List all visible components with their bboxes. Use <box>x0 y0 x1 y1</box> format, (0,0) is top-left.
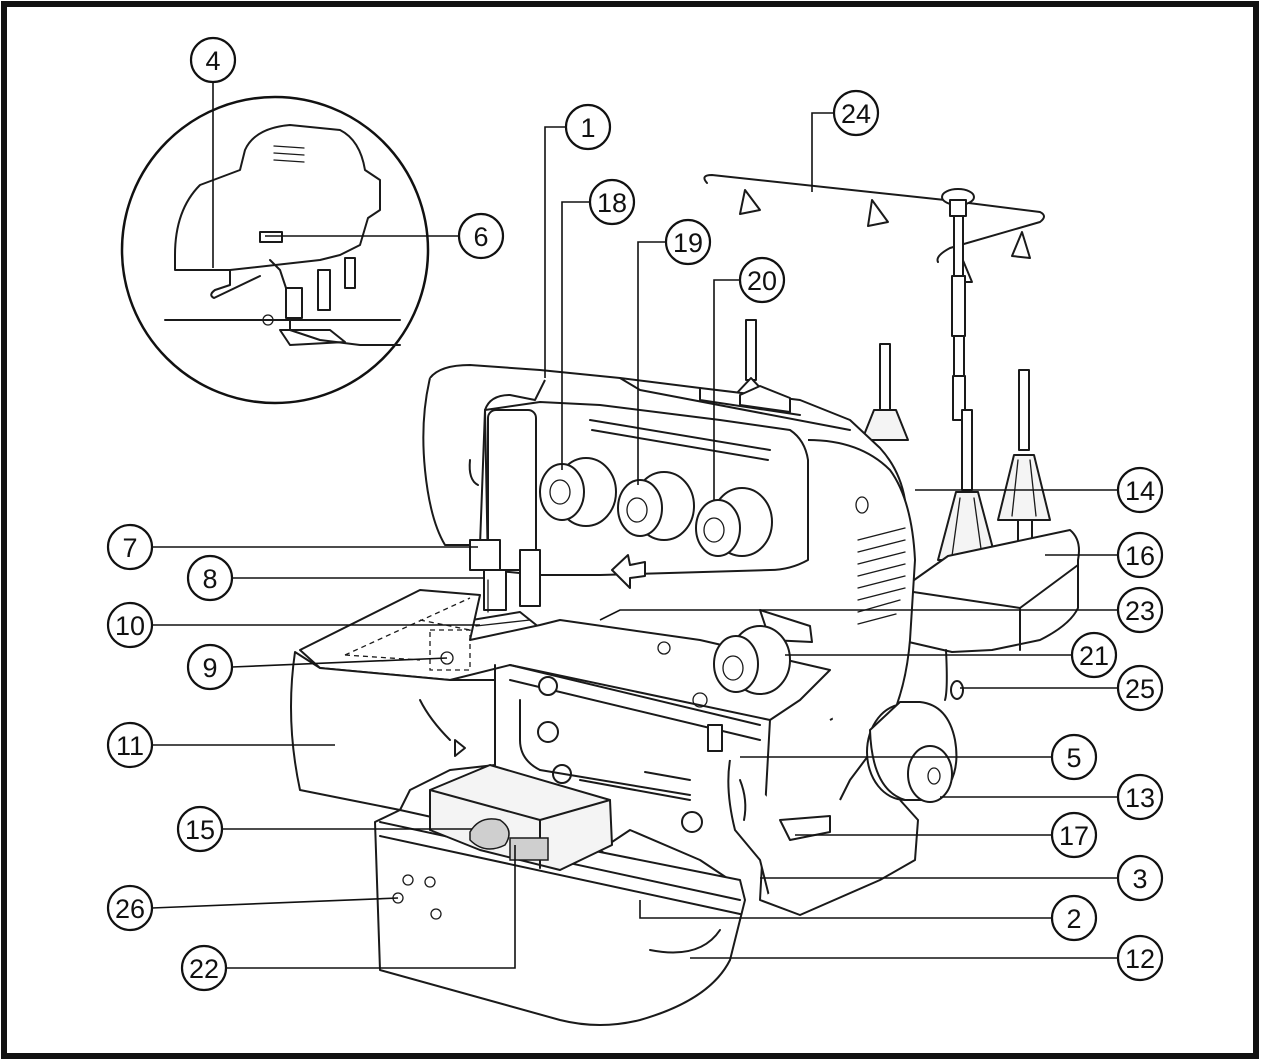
callout-6: 6 <box>457 212 505 260</box>
spool-stand-base <box>899 529 1080 653</box>
svg-text:8: 8 <box>202 564 217 594</box>
leader-18 <box>561 201 590 470</box>
svg-text:4: 4 <box>205 46 220 76</box>
leader-1 <box>544 126 566 378</box>
callout-17: 17 <box>1050 811 1098 859</box>
svg-text:22: 22 <box>189 954 219 984</box>
callout-25: 25 <box>1116 664 1164 712</box>
svg-text:13: 13 <box>1125 783 1155 813</box>
svg-text:26: 26 <box>115 894 145 924</box>
svg-text:5: 5 <box>1066 743 1081 773</box>
callout-2: 2 <box>1050 894 1098 942</box>
callout-3: 3 <box>1116 854 1164 902</box>
serger-machine-illustration <box>290 174 1080 1026</box>
callout-18: 18 <box>588 178 636 226</box>
callout-1: 1 <box>564 103 612 151</box>
callout-10: 10 <box>106 601 154 649</box>
svg-text:6: 6 <box>473 222 488 252</box>
callout-16: 16 <box>1116 531 1164 579</box>
callout-14: 14 <box>1116 466 1164 514</box>
accessory-tray <box>429 764 613 871</box>
svg-text:9: 9 <box>202 653 217 683</box>
tension-dial-19 <box>617 471 695 541</box>
svg-text:10: 10 <box>115 611 145 641</box>
callout-19: 19 <box>664 218 712 266</box>
leader-19 <box>637 241 666 485</box>
leader-24 <box>811 112 834 192</box>
svg-text:15: 15 <box>185 815 215 845</box>
svg-text:25: 25 <box>1125 674 1155 704</box>
needle-presser-area <box>469 539 541 651</box>
svg-text:24: 24 <box>841 99 871 129</box>
callout-26: 26 <box>106 884 154 932</box>
tension-dial-18 <box>539 457 617 527</box>
thread-stand <box>703 174 1045 421</box>
svg-text:12: 12 <box>1125 944 1155 974</box>
tension-dial-21 <box>657 609 813 708</box>
svg-text:1: 1 <box>580 113 595 143</box>
svg-text:23: 23 <box>1125 596 1155 626</box>
svg-text:21: 21 <box>1079 641 1109 671</box>
leader-2 <box>639 900 1052 919</box>
callout-22: 22 <box>180 944 228 992</box>
callout-21: 21 <box>1070 631 1118 679</box>
leader-lines <box>151 82 1118 969</box>
machine-base <box>759 799 919 916</box>
svg-text:16: 16 <box>1125 541 1155 571</box>
svg-text:11: 11 <box>116 731 144 761</box>
callout-12: 12 <box>1116 934 1164 982</box>
callout-20: 20 <box>738 256 786 304</box>
direction-arrow <box>611 554 646 589</box>
callout-24: 24 <box>832 89 880 137</box>
svg-text:2: 2 <box>1066 904 1081 934</box>
leader-26 <box>151 897 399 909</box>
callout-9: 9 <box>186 643 234 691</box>
svg-text:3: 3 <box>1132 864 1147 894</box>
leader-23 <box>599 609 1118 621</box>
callout-8: 8 <box>186 554 234 602</box>
leader-22 <box>226 845 516 969</box>
callout-7: 7 <box>106 523 154 571</box>
svg-text:17: 17 <box>1059 821 1089 851</box>
svg-text:18: 18 <box>597 188 627 218</box>
callouts: 1 2 3 4 5 6 7 8 9 10 11 12 13 14 15 16 1… <box>106 36 1164 992</box>
callout-11: 11 <box>106 721 154 769</box>
callout-15: 15 <box>176 805 224 853</box>
left-front-cover <box>422 377 546 546</box>
handwheel <box>866 701 958 803</box>
svg-text:14: 14 <box>1125 476 1155 506</box>
callout-5: 5 <box>1050 733 1098 781</box>
callout-4: 4 <box>189 36 237 84</box>
svg-text:7: 7 <box>122 533 137 563</box>
detail-inset <box>120 95 430 405</box>
svg-text:19: 19 <box>673 228 703 258</box>
callout-13: 13 <box>1116 773 1164 821</box>
callout-23: 23 <box>1116 586 1164 634</box>
svg-text:20: 20 <box>747 266 777 296</box>
leader-20 <box>713 279 740 500</box>
tension-dial-20 <box>695 487 773 557</box>
leader-9 <box>231 657 448 668</box>
